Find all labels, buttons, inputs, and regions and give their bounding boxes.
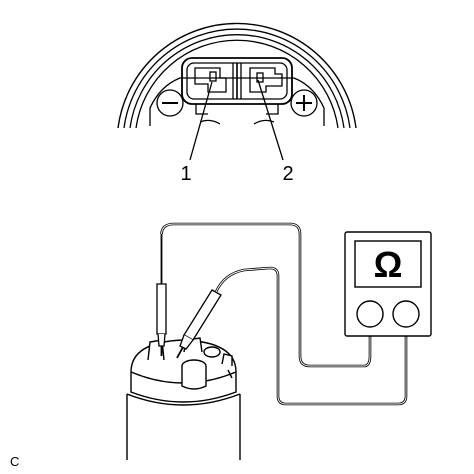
negative-terminal [156,89,184,117]
leader-line-1 [189,81,213,161]
probe-left [156,232,167,356]
housing-arc-outer [117,22,357,129]
ohmmeter [344,231,432,337]
terminal-cavity-2 [249,67,283,93]
pump-cylinder [126,394,241,460]
terminal-cavity-1 [194,67,227,93]
leader-line-2 [257,79,284,161]
connector-view [117,22,357,161]
corner-label: C [10,454,19,469]
ohmmeter-jack-right [392,300,420,328]
housing-arc-2 [123,28,351,129]
pin-label-1: 1 [180,163,191,185]
positive-terminal [290,89,318,117]
housing-arc-3 [129,34,345,129]
ohmmeter-jack-left [356,300,384,328]
probe-right [176,289,222,359]
ohmmeter-display [354,240,422,288]
housing-arc-4 [135,39,339,129]
pin-label-2: 2 [282,163,293,185]
connector-body-outer [181,57,293,105]
fuel-pump [126,337,241,460]
ohm-symbol: Ω [374,244,403,285]
